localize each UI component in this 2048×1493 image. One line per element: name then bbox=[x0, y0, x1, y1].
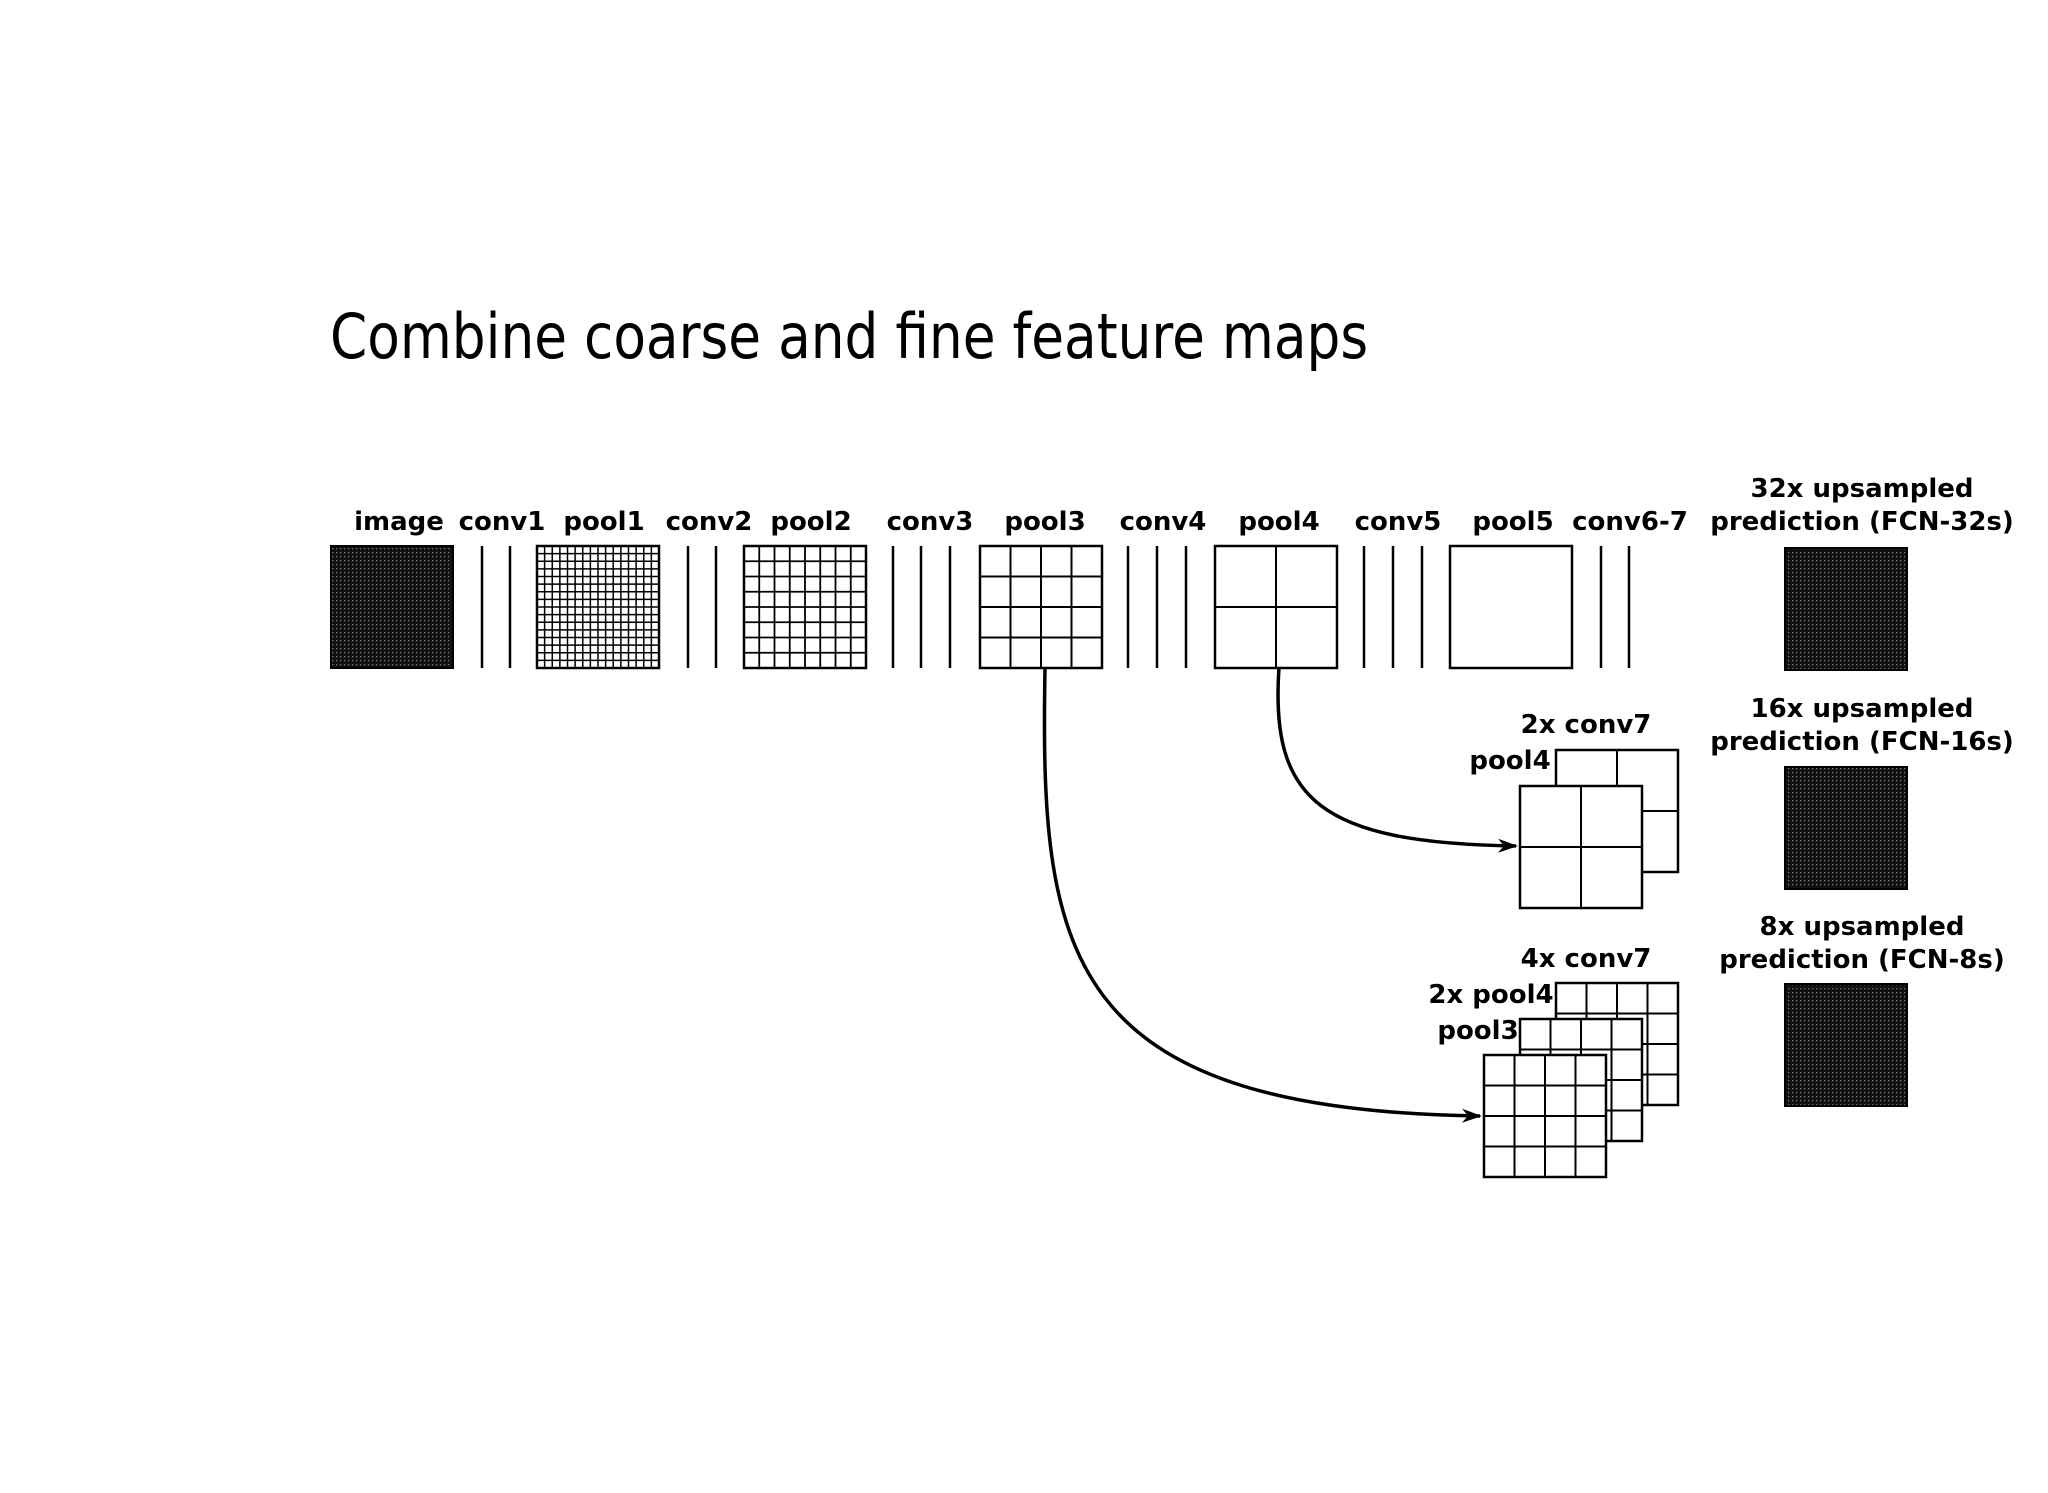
fcn32-label-line1: 32x upsampled bbox=[1750, 474, 1973, 504]
pool1-map bbox=[535, 544, 661, 670]
diagram-title: Combine coarse and fine feature maps bbox=[330, 300, 1369, 373]
fusion16-front-map bbox=[1518, 784, 1644, 910]
fcn32-label-line2: prediction (FCN-32s) bbox=[1710, 507, 2014, 537]
label-pool1: pool1 bbox=[563, 507, 644, 537]
fusion8-4x-conv7-label: 4x conv7 bbox=[1521, 944, 1652, 974]
fcn16-label-line1: 16x upsampled bbox=[1750, 694, 1973, 724]
pool3-skip-arrow bbox=[1042, 667, 1482, 1123]
label-conv5: conv5 bbox=[1355, 507, 1442, 537]
fusion8-2x-pool4-label: 2x pool4 bbox=[1428, 980, 1553, 1010]
fusion8-pool3-label: pool3 bbox=[1437, 1016, 1518, 1046]
label-pool5: pool5 bbox=[1472, 507, 1553, 537]
conv2-layer-lines bbox=[686, 546, 718, 668]
pool4-map bbox=[1213, 544, 1339, 670]
fcn8-prediction-map bbox=[1784, 983, 1908, 1107]
pool3-map bbox=[978, 544, 1104, 670]
pool5-map bbox=[1448, 544, 1574, 670]
label-conv2: conv2 bbox=[666, 507, 753, 537]
label-conv4: conv4 bbox=[1120, 507, 1207, 537]
fcn32-prediction-map bbox=[1784, 547, 1908, 671]
fusion16-pool4-label: pool4 bbox=[1469, 746, 1550, 776]
image-map bbox=[330, 545, 454, 669]
fusion8-front-map bbox=[1482, 1053, 1608, 1179]
fcn8-label-line1: 8x upsampled bbox=[1760, 912, 1965, 942]
label-conv1: conv1 bbox=[459, 507, 546, 537]
fcn16-label-line2: prediction (FCN-16s) bbox=[1710, 727, 2014, 757]
label-conv6-7: conv6-7 bbox=[1572, 507, 1688, 537]
conv5-layer-lines bbox=[1362, 546, 1424, 668]
conv6-7-layer-lines bbox=[1599, 546, 1631, 668]
label-pool3: pool3 bbox=[1004, 507, 1085, 537]
label-pool4: pool4 bbox=[1238, 507, 1319, 537]
label-conv3: conv3 bbox=[887, 507, 974, 537]
fcn8-label-line2: prediction (FCN-8s) bbox=[1719, 945, 2005, 975]
fcn16-prediction-map bbox=[1784, 766, 1908, 890]
label-pool2: pool2 bbox=[770, 507, 851, 537]
conv1-layer-lines bbox=[480, 546, 512, 668]
conv4-layer-lines bbox=[1126, 546, 1188, 668]
conv3-layer-lines bbox=[891, 546, 952, 668]
label-image: image bbox=[354, 507, 444, 537]
fusion16-2x-conv7-label: 2x conv7 bbox=[1521, 710, 1652, 740]
pool2-map bbox=[742, 544, 868, 670]
pool4-skip-arrow bbox=[1276, 667, 1518, 853]
